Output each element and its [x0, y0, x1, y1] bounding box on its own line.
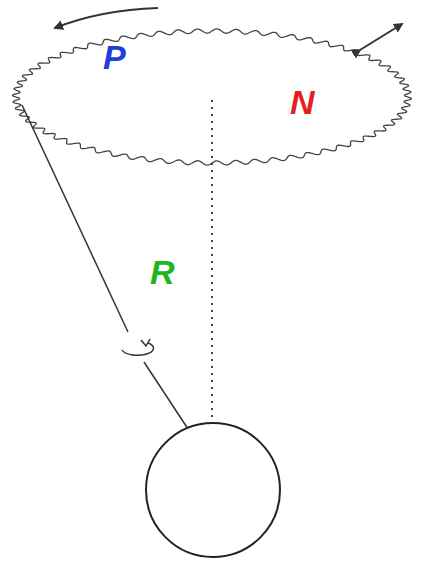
- vertical-axis: [211, 100, 213, 420]
- spin-axis: [22, 105, 128, 332]
- nutation-arrow: [360, 24, 402, 50]
- precession-arrow: [55, 8, 158, 28]
- nutation-label: N: [290, 85, 315, 119]
- precession-label: P: [103, 40, 126, 74]
- rotation-ring: [122, 343, 154, 355]
- rotation-arrowhead: [141, 339, 150, 346]
- precession-ring: [13, 29, 412, 165]
- earth-circle: [146, 423, 280, 557]
- spin-axis: [144, 362, 192, 435]
- rotation-label: R: [150, 255, 175, 289]
